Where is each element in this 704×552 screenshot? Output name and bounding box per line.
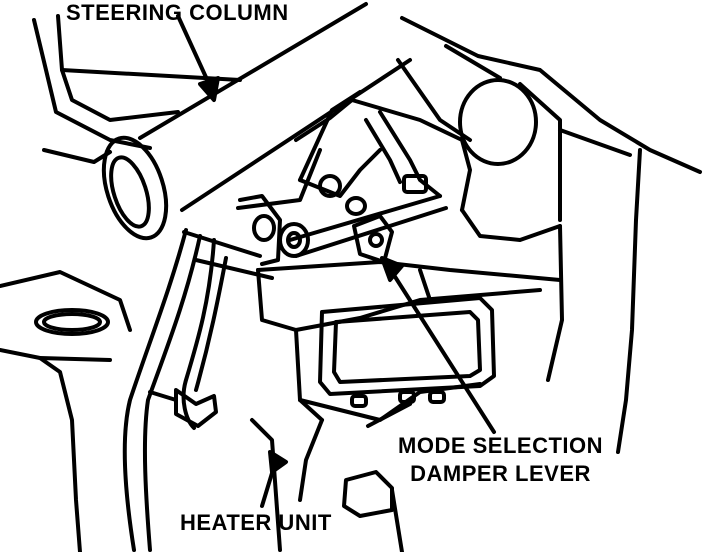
vent-outlet [318, 296, 496, 408]
leader-heater-unit [260, 450, 288, 508]
lower-dash [0, 270, 404, 552]
steering-column [101, 2, 562, 241]
damper-lever [238, 90, 448, 266]
label-mode-selection-damper-lever: MODE SELECTION DAMPER LEVER [398, 432, 603, 488]
wiring-harness [122, 228, 274, 552]
label-steering-column: STEERING COLUMN [66, 0, 289, 25]
leader-steering-column [176, 14, 220, 102]
label-mode-selection-line1: MODE SELECTION [398, 433, 604, 458]
dashboard-panel [400, 16, 702, 454]
label-heater-unit: HEATER UNIT [180, 510, 332, 535]
leader-mode-selection [380, 256, 496, 434]
label-mode-selection-line2: DAMPER LEVER [410, 461, 591, 486]
